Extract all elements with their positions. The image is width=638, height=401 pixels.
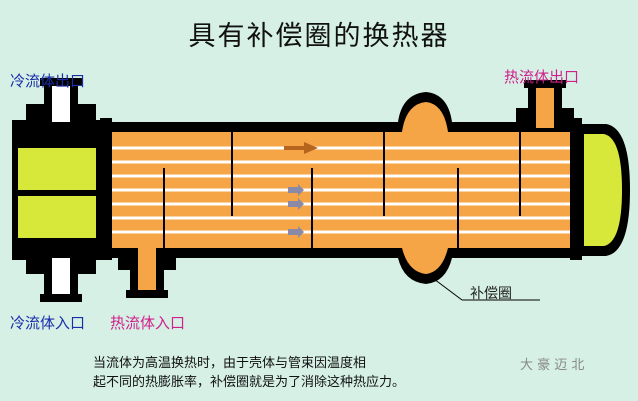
caption-line-1: 当流体为高温换热时，由于壳体与管束因温度相 [93,356,367,371]
right-channel-head [580,124,630,256]
cold-outlet-nozzle [26,78,96,122]
label-cold-inlet: 冷流体入口 [10,314,86,332]
baffles [163,132,521,248]
tube-bundle [112,146,574,234]
cold-inlet-nozzle [26,258,96,302]
watermark: 大 豪 迈 北 [520,358,585,373]
hot-inlet-nozzle [118,248,176,298]
label-cold-outlet: 冷流体出口 [10,72,86,90]
hot-outlet-nozzle [516,80,574,128]
diagram-title: 具有补偿圈的换热器 [188,21,450,52]
caption-text: 当流体为高温换热时，由于壳体与管束因温度相 起不同的热膨胀率，补偿圈就是为了消除… [93,354,613,392]
right-tube-sheet [570,118,582,260]
flow-arrows [284,142,318,238]
left-channel-head [12,120,102,260]
label-hot-outlet: 热流体出口 [504,68,580,86]
label-compensation-ring: 补偿圈 [470,286,512,302]
caption-line-2: 起不同的热膨胀率，补偿圈就是为了消除这种热应力。 [93,375,406,390]
ring-leader-line [429,275,463,301]
label-hot-inlet: 热流体入口 [110,314,186,332]
